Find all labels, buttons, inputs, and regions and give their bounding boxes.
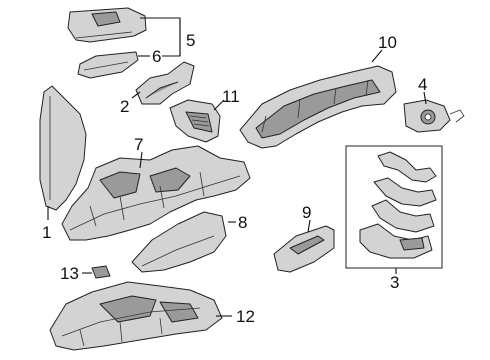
callout-11: 11 [222, 87, 240, 106]
part-1-side-panel [39, 85, 87, 211]
leader-4 [423, 91, 427, 105]
callout-7: 7 [134, 135, 143, 154]
callout-8: 8 [238, 213, 247, 232]
leader-11 [213, 99, 225, 111]
part-8-glove-box-door [131, 211, 227, 273]
callout-2: 2 [120, 97, 129, 116]
part-13-clip [91, 265, 111, 279]
part-5-upper-trim-panel [67, 7, 147, 43]
callout-4: 4 [418, 75, 427, 94]
part-3-trim-set-box [345, 145, 443, 269]
part-7-lower-dash-frame [61, 145, 251, 241]
part-12-reinforcement-beam [49, 281, 223, 351]
leader-7 [139, 151, 143, 169]
part-4-switch-bezel [403, 99, 465, 133]
callout-13: 13 [60, 264, 79, 283]
callout-1: 1 [42, 223, 51, 242]
leader-10 [371, 49, 383, 63]
part-9-switch-bezel [273, 225, 335, 273]
callout-9: 9 [302, 203, 311, 222]
callout-12: 12 [236, 307, 255, 326]
part-10-cluster-hood [239, 65, 397, 149]
leader-lines [47, 17, 427, 317]
part-11-air-vent [169, 99, 221, 143]
callout-3: 3 [390, 273, 399, 292]
part-2-bracket-cover [135, 61, 195, 105]
callout-labels: 1 2 3 4 5 6 7 8 9 10 11 12 13 [42, 31, 427, 326]
callout-6: 6 [152, 47, 161, 66]
part-6-trim-strip [77, 51, 139, 79]
leader-2 [131, 91, 141, 99]
callout-10: 10 [378, 33, 397, 52]
leader-9 [307, 219, 311, 233]
callout-5: 5 [186, 31, 195, 50]
